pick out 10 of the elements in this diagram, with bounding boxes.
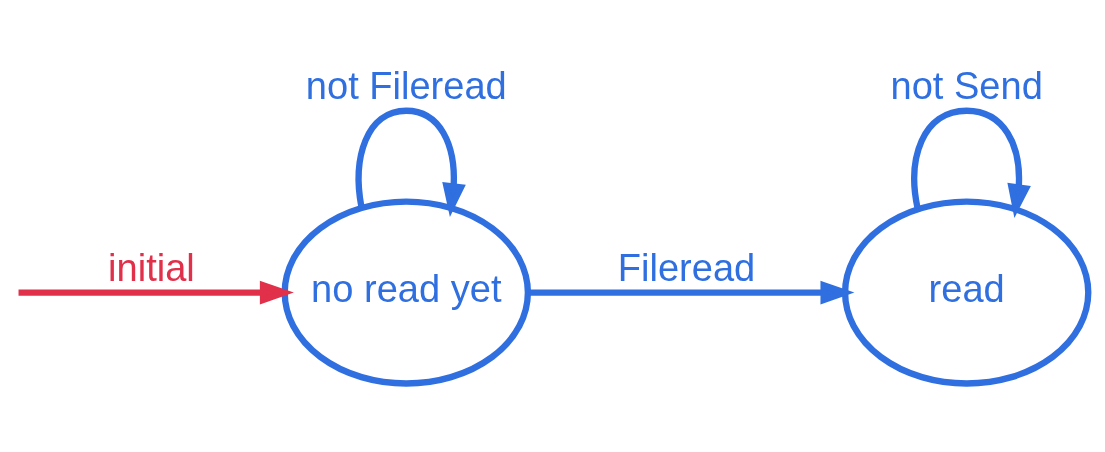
- edge-label: not Send: [890, 64, 1043, 107]
- edge-label: initial: [108, 246, 195, 289]
- node-ellipse: no read yet: [281, 198, 532, 387]
- edge-label: not Fileread: [305, 64, 507, 107]
- arrow: [528, 280, 855, 305]
- arrow: [355, 107, 466, 218]
- arrow: [18, 280, 294, 305]
- edge-label: Fileread: [617, 246, 756, 289]
- node-ellipse: read: [841, 198, 1092, 387]
- arrow: [911, 107, 1031, 218]
